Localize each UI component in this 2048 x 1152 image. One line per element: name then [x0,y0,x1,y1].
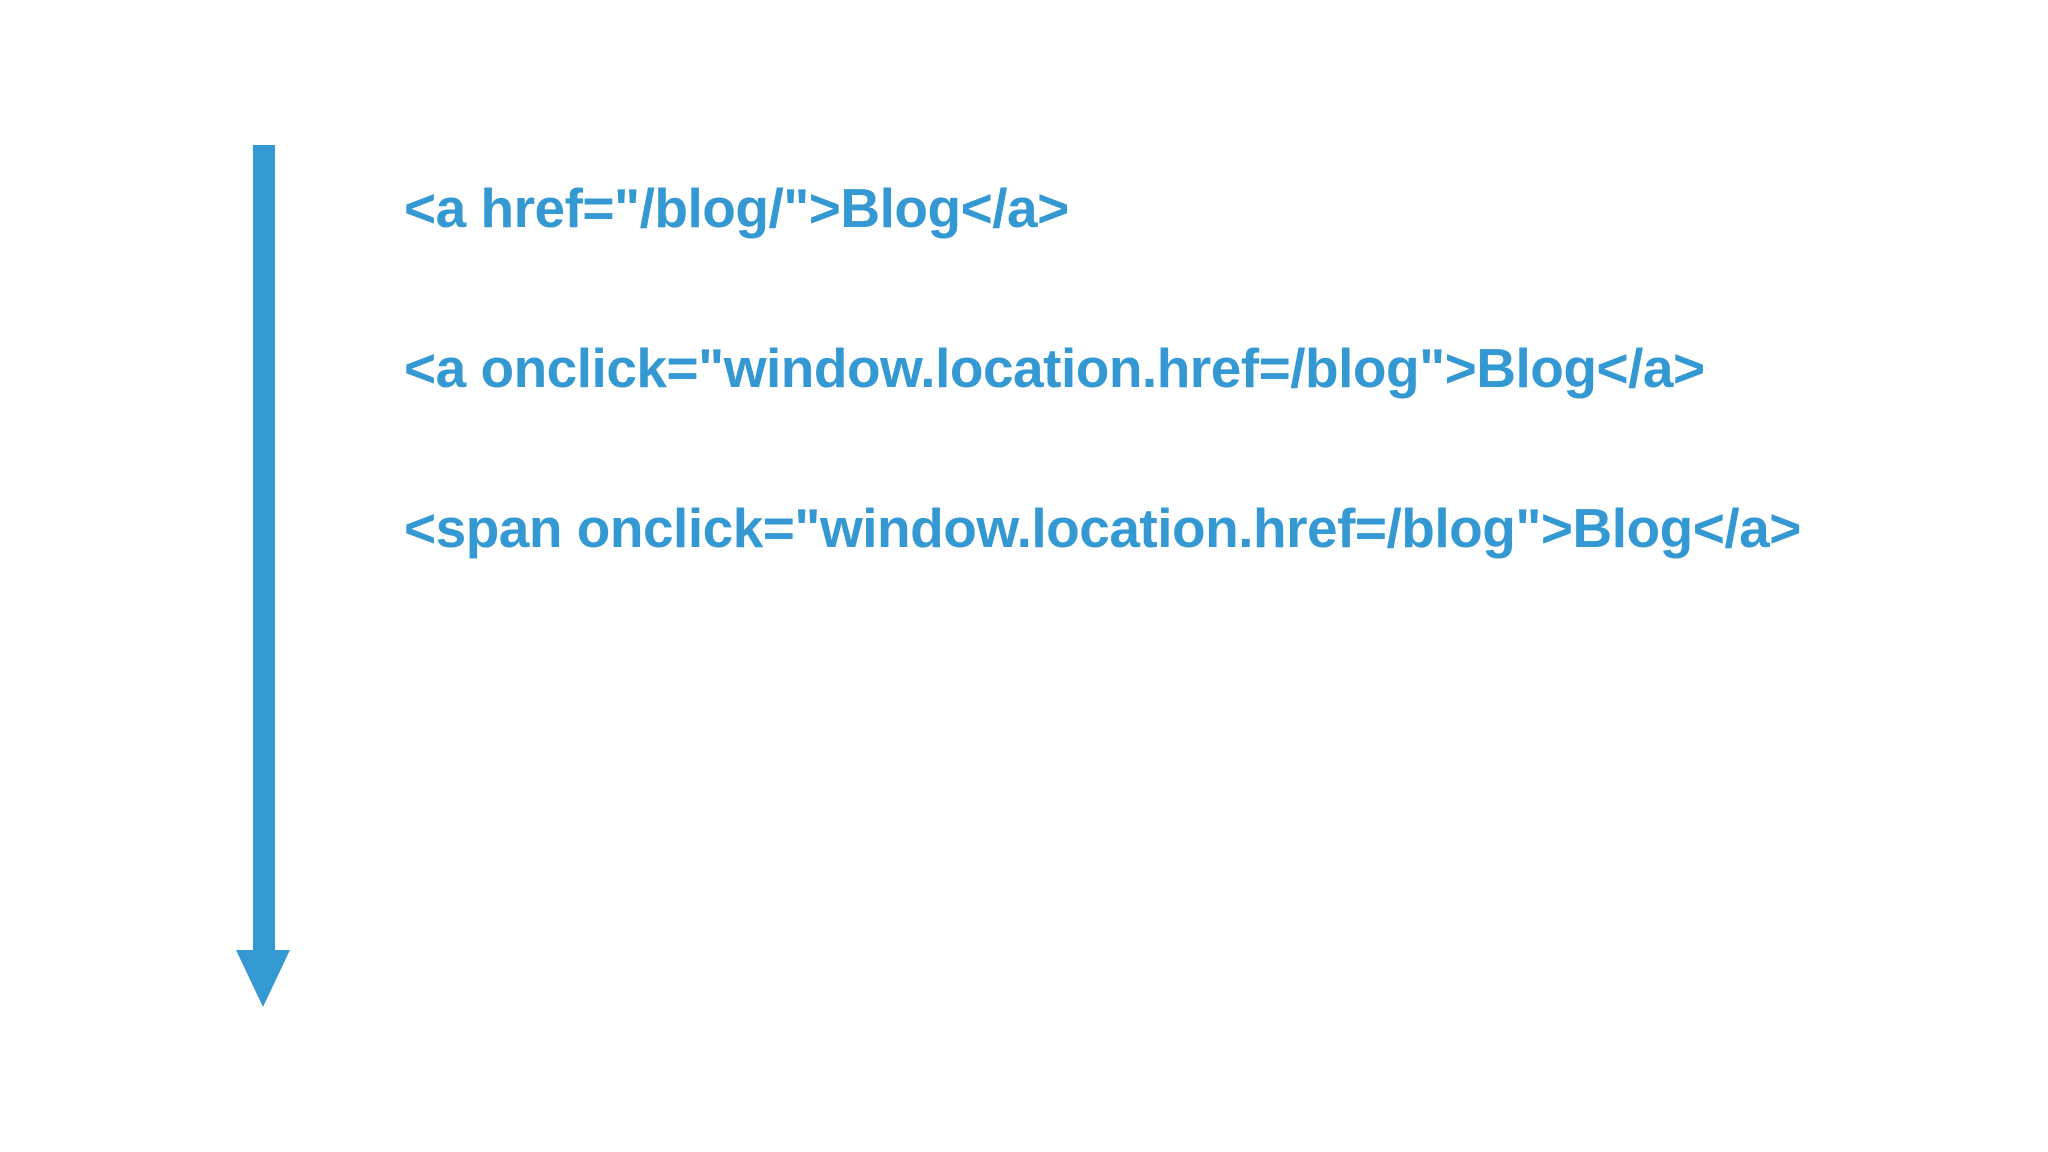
code-snippet-list: <a href="/blog/">Blog</a> <a onclick="wi… [404,128,1964,608]
down-arrow-annotation [236,145,290,1007]
code-line-anchor-onclick: <a onclick="window.location.href=/blog">… [404,337,1705,399]
code-line-span-onclick: <span onclick="window.location.href=/blo… [404,497,1801,559]
code-line-anchor-href: <a href="/blog/">Blog</a> [404,177,1069,239]
down-arrow-icon [236,145,290,1007]
